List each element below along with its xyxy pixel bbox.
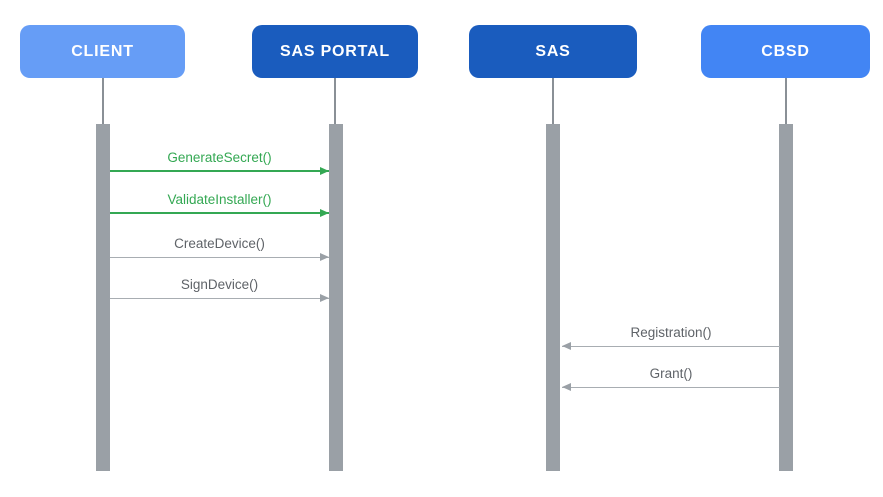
actor-box-sas: SAS bbox=[469, 25, 637, 78]
arrowhead-left-icon bbox=[562, 383, 571, 391]
actor-label-client: CLIENT bbox=[71, 42, 134, 60]
actor-box-sas-portal: SAS PORTAL bbox=[252, 25, 418, 78]
message-line bbox=[562, 345, 780, 347]
message-label: ValidateInstaller() bbox=[167, 192, 272, 207]
activation-bar-client bbox=[96, 124, 110, 471]
arrowhead-left-icon bbox=[562, 342, 571, 350]
message-line bbox=[110, 256, 329, 258]
message-generate-secret: GenerateSecret() bbox=[110, 148, 329, 175]
arrowhead-right-icon bbox=[320, 253, 329, 261]
actor-box-client: CLIENT bbox=[20, 25, 185, 78]
message-label: SignDevice() bbox=[180, 277, 259, 292]
message-label: Grant() bbox=[649, 366, 693, 381]
lifeline-sas-portal bbox=[334, 78, 336, 125]
activation-bar-sas-portal bbox=[329, 124, 343, 471]
message-label: GenerateSecret() bbox=[167, 150, 272, 165]
message-registration: Registration() bbox=[562, 323, 780, 350]
arrowhead-right-icon bbox=[320, 209, 329, 217]
message-line bbox=[110, 297, 329, 299]
lifeline-sas bbox=[552, 78, 554, 125]
actor-label-sas-portal: SAS PORTAL bbox=[280, 42, 390, 60]
message-label: Registration() bbox=[630, 325, 712, 340]
message-create-device: CreateDevice() bbox=[110, 234, 329, 261]
actor-label-sas: SAS bbox=[535, 42, 571, 60]
activation-bar-sas bbox=[546, 124, 560, 471]
activation-bar-cbsd bbox=[779, 124, 793, 471]
message-line bbox=[562, 386, 780, 388]
message-line bbox=[110, 170, 329, 172]
lifeline-client bbox=[102, 78, 104, 125]
actor-box-cbsd: CBSD bbox=[701, 25, 870, 78]
message-grant: Grant() bbox=[562, 364, 780, 391]
actor-label-cbsd: CBSD bbox=[761, 42, 810, 60]
lifeline-cbsd bbox=[785, 78, 787, 125]
message-sign-device: SignDevice() bbox=[110, 275, 329, 302]
arrowhead-right-icon bbox=[320, 294, 329, 302]
message-line bbox=[110, 212, 329, 214]
arrowhead-right-icon bbox=[320, 167, 329, 175]
message-label: CreateDevice() bbox=[174, 236, 265, 251]
message-validate-installer: ValidateInstaller() bbox=[110, 190, 329, 217]
